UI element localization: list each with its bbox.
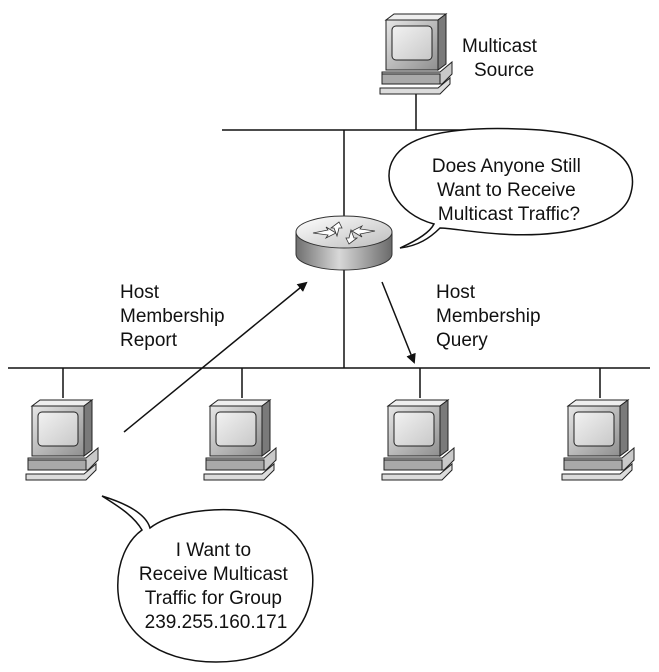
host-membership-query-label: Host Membership Query	[436, 282, 546, 351]
source-label: Multicast Source	[462, 36, 542, 81]
membership-query-arrow	[381, 281, 416, 364]
host-computer-2	[203, 399, 277, 481]
membership-report-arrow	[123, 281, 308, 433]
router-icon	[295, 215, 393, 271]
router-query-bubble: Does Anyone Still Want to Receive Multic…	[388, 127, 634, 249]
host-membership-report-label: Host Membership Report	[120, 282, 230, 351]
multicast-source-computer	[379, 13, 453, 95]
host-computer-3	[381, 399, 455, 481]
host-join-text: I Want to Receive Multicast Traffic for …	[139, 540, 293, 633]
router-query-text: Does Anyone Still Want to Receive Multic…	[432, 156, 586, 225]
host-computer-4	[561, 399, 635, 481]
host-join-bubble: I Want to Receive Multicast Traffic for …	[101, 495, 314, 663]
host-computer-1	[25, 399, 99, 481]
